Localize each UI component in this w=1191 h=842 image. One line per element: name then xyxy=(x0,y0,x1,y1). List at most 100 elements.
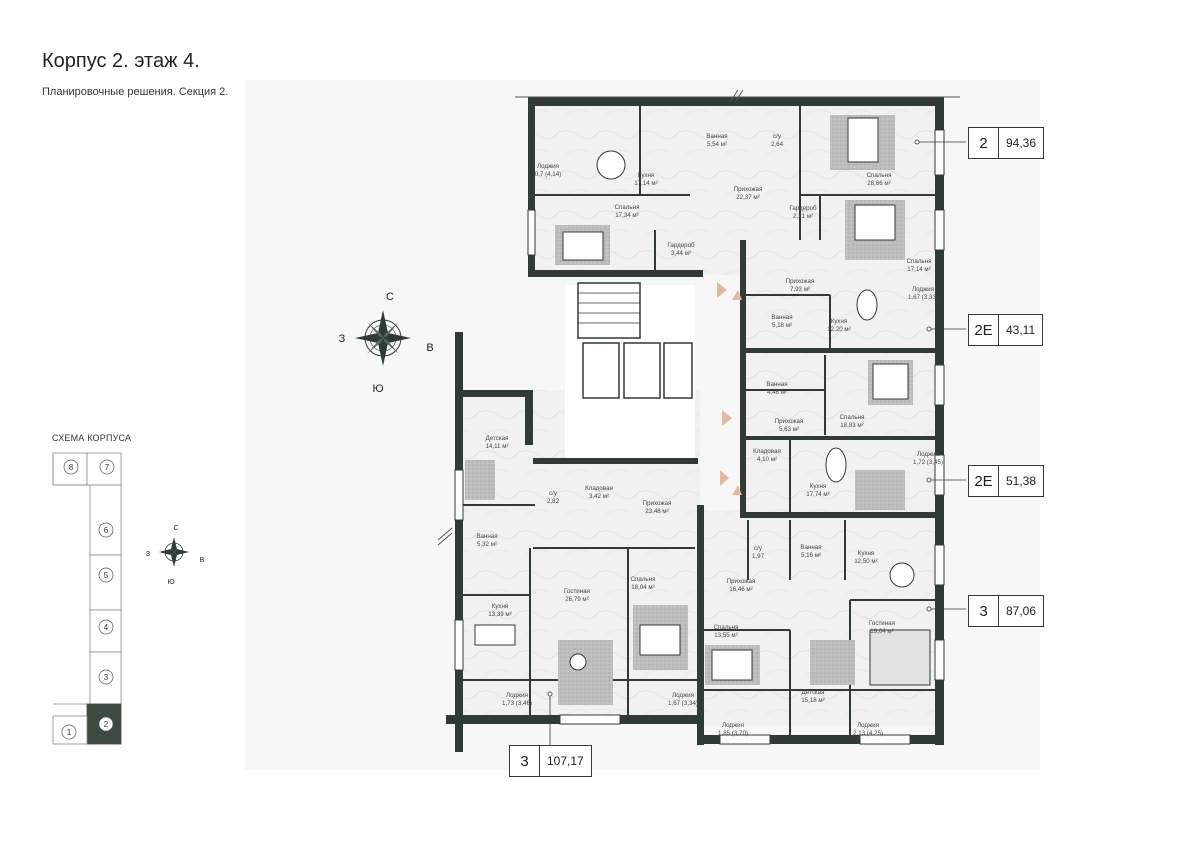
room-area: 19,04 м² xyxy=(870,628,894,635)
room-name: Кладовая xyxy=(585,485,613,492)
room-name: Кухня xyxy=(638,172,655,179)
room-name: Гостиная xyxy=(564,588,590,595)
apartment-type: 3 xyxy=(969,596,999,626)
room-name: Спальня xyxy=(631,576,656,583)
apartment-badge[interactable]: 2Е 43,11 xyxy=(968,314,1044,346)
apartment-type: 2 xyxy=(969,128,999,158)
room-area: 13,39 м² xyxy=(488,611,512,618)
scheme-section-label: 5 xyxy=(104,571,109,580)
compass-small-west: З xyxy=(146,551,150,558)
room-area: 7,93 м² xyxy=(790,286,810,293)
room-area: 3,44 м² xyxy=(671,250,691,257)
room-name: Ванная xyxy=(766,381,787,388)
apartment-type: 2Е xyxy=(969,315,999,345)
apartment-badge[interactable]: 3 87,06 xyxy=(968,595,1045,627)
room-name: Прихожая xyxy=(775,418,804,425)
room-name: Гардероб xyxy=(667,242,695,249)
room-area: 18,83 м² xyxy=(840,422,864,429)
room-name: Спальня xyxy=(714,624,739,631)
room-name: Прихожая xyxy=(727,578,756,585)
room-area: 5,16 м² xyxy=(801,552,821,559)
room-name: Кухня xyxy=(831,318,848,325)
room-name: Ванная xyxy=(800,544,821,551)
room-area: 4,46 м² xyxy=(767,389,787,396)
room-name: Лоджия xyxy=(506,692,528,699)
room-name: Спальня xyxy=(615,204,640,211)
compass-north: С xyxy=(386,291,394,303)
room-name: Лоджия xyxy=(917,451,939,458)
scheme-title: СХЕМА КОРПУСА xyxy=(52,433,132,443)
room-name: Лоджия xyxy=(912,286,934,293)
scheme-section-label: 4 xyxy=(104,623,109,632)
room-name: Ванная xyxy=(771,314,792,321)
compass-east: В xyxy=(426,342,433,354)
apartment-badge[interactable]: 2Е 51,38 xyxy=(968,465,1045,497)
apartment-type: 2Е xyxy=(969,466,999,496)
scheme-section-label: 2 xyxy=(104,720,109,729)
room-area: 1,72 (3,45) xyxy=(913,459,943,466)
building-scheme xyxy=(52,452,122,745)
walls xyxy=(446,97,944,752)
room-area: 17,14 м² xyxy=(634,180,658,187)
room-area: 23,48 м² xyxy=(645,508,669,515)
room-area: 2,82 xyxy=(547,498,560,505)
compass-small-south: Ю xyxy=(167,579,174,586)
room-area: 2,64 xyxy=(771,141,784,148)
room-area: 4,10 м² xyxy=(757,456,777,463)
room-area: 5,32 м² xyxy=(477,541,497,548)
room-name: Лоджия xyxy=(537,163,559,170)
room-name: Спальня xyxy=(907,258,932,265)
room-area: 5,54 м² xyxy=(707,141,727,148)
room-area: 1,85 (3,70) xyxy=(718,730,748,737)
apartment-badge[interactable]: 2 94,36 xyxy=(968,127,1045,159)
room-area: 12,50 м² xyxy=(854,558,878,565)
room-area: 26,79 м² xyxy=(565,596,589,603)
room-area: 1,67 (3,34) xyxy=(668,700,698,707)
room-name: Спальня xyxy=(840,414,865,421)
room-name: Прихожая xyxy=(643,500,672,507)
room-name: с/у xyxy=(549,490,558,497)
room-area: 3,42 м² xyxy=(589,493,609,500)
apartment-type: 3 xyxy=(510,746,540,776)
room-area: 2,21 м² xyxy=(793,213,813,220)
room-area: 14,11 м² xyxy=(485,443,508,450)
scheme-section-label: 7 xyxy=(105,463,110,472)
scheme-section-label: 1 xyxy=(67,728,72,737)
room-area: 1,67 (3,33) xyxy=(908,294,938,301)
compass-south: Ю xyxy=(372,383,383,395)
room-name: с/у xyxy=(773,133,782,140)
apartment-area: 43,11 xyxy=(1006,323,1036,337)
scheme-section-label: 8 xyxy=(69,463,74,472)
room-area: 1,73 (3,46) xyxy=(502,700,532,707)
room-area: 17,34 м² xyxy=(615,212,639,219)
room-name: Кухня xyxy=(810,483,827,490)
room-area: 16,46 м² xyxy=(729,586,753,593)
page-title: Корпус 2. этаж 4. xyxy=(42,50,200,72)
room-area: 2,13 (4,25) xyxy=(853,730,883,737)
scheme-section-label: 6 xyxy=(104,526,109,535)
page-subtitle: Планировочные решения. Секция 2. xyxy=(42,86,229,98)
room-area: 12,20 м² xyxy=(827,326,851,333)
room-name: Гостиная xyxy=(869,620,895,627)
room-area: 18,04 м² xyxy=(631,584,655,591)
compass-rose-small-icon xyxy=(159,537,189,567)
compass-small-east: В xyxy=(200,557,205,564)
apartment-area: 51,38 xyxy=(1006,474,1037,488)
compass-small-north: С xyxy=(173,525,178,532)
room-name: Спальня xyxy=(867,172,892,179)
room-area: 22,37 м² xyxy=(736,194,760,201)
room-area: 28,66 м² xyxy=(867,180,891,187)
compass-rose-icon xyxy=(355,310,411,366)
room-name: Детская xyxy=(486,435,509,442)
apartment-badge[interactable]: 3 107,17 xyxy=(509,745,592,777)
scheme-section-markers xyxy=(61,459,115,740)
room-name: Ванная xyxy=(706,133,727,140)
room-name: Кладовая xyxy=(753,448,781,455)
room-name: Прихожая xyxy=(734,186,763,193)
room-name: Лоджия xyxy=(857,722,879,729)
room-area: 5,18 м² xyxy=(772,322,792,329)
room-area: 5,63 м² xyxy=(779,426,799,433)
room-area: 1,97 xyxy=(752,553,765,560)
room-name: Лоджия xyxy=(722,722,744,729)
